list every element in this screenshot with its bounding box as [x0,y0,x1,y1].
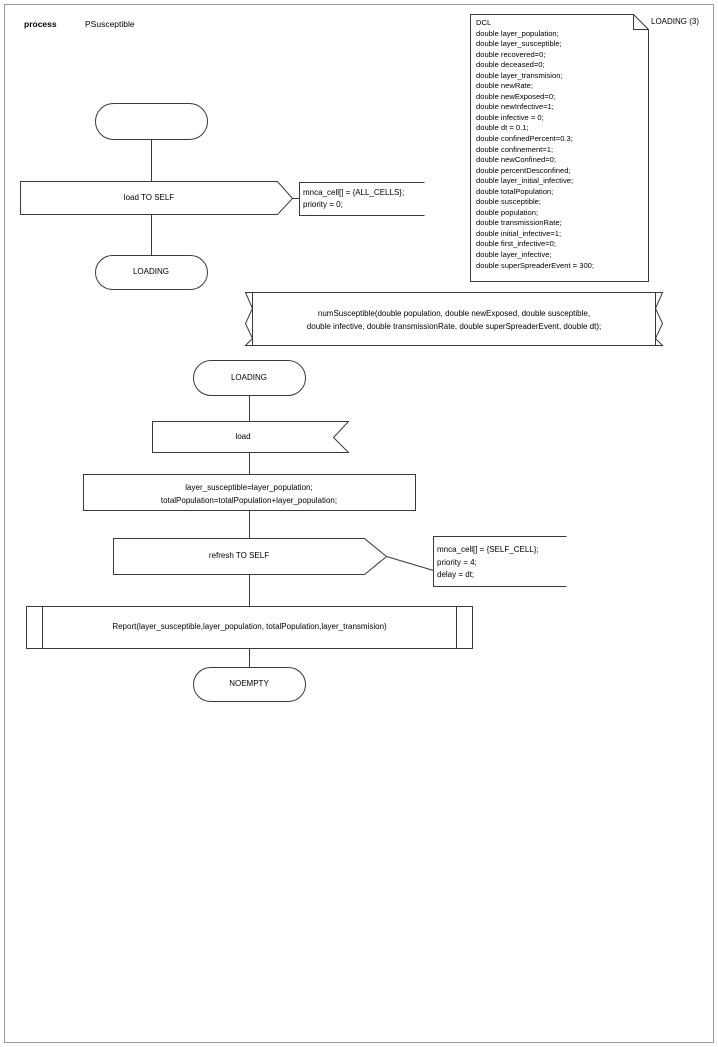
procedure-call-report-label: Report(layer_susceptible,layer_populatio… [112,622,387,631]
procedure-declaration-inner [252,292,656,346]
process-name: PSusceptible [85,19,135,29]
state-loading-2-label: LOADING [230,373,267,382]
output-refresh-self-shape [113,538,388,575]
dcl-declarations-text: DCL double layer_population; double laye… [476,18,594,270]
process-keyword: process [24,19,57,29]
state-noempty-shape [193,667,306,702]
procedure-call-report-shape [26,606,473,649]
comment-load-text: mnca_cell[] = {ALL_CELLS}; priority = 0; [303,188,405,209]
comment-refresh-connector [386,556,434,571]
comment-refresh-box [433,536,567,587]
procedure-declaration-shape [244,292,664,346]
output-load-self-shape [20,181,294,215]
dcl-box-shape [470,14,649,282]
start-state-shape [95,103,208,140]
state-loading-1-shape [95,255,208,290]
input-load-shape [152,421,350,453]
task-assign-shape [83,474,416,511]
comment-refresh-text: mnca_cell[] = {SELF_CELL}; priority = 4;… [437,545,539,579]
output-load-self-label: load TO SELF [123,193,175,202]
dcl-box-fold [633,14,649,30]
state-noempty-label: NOEMPTY [229,679,269,688]
state-loading-1-label: LOADING [132,267,169,276]
dcl-corner-label: LOADING (3) [651,17,700,26]
output-refresh-self-label: refresh TO SELF [208,551,270,560]
input-load-label: load [235,432,251,441]
task-assign-text: layer_susceptible=layer_population; tota… [160,483,338,505]
procedure-declaration-text: numSusceptible(double population, double… [306,309,602,331]
